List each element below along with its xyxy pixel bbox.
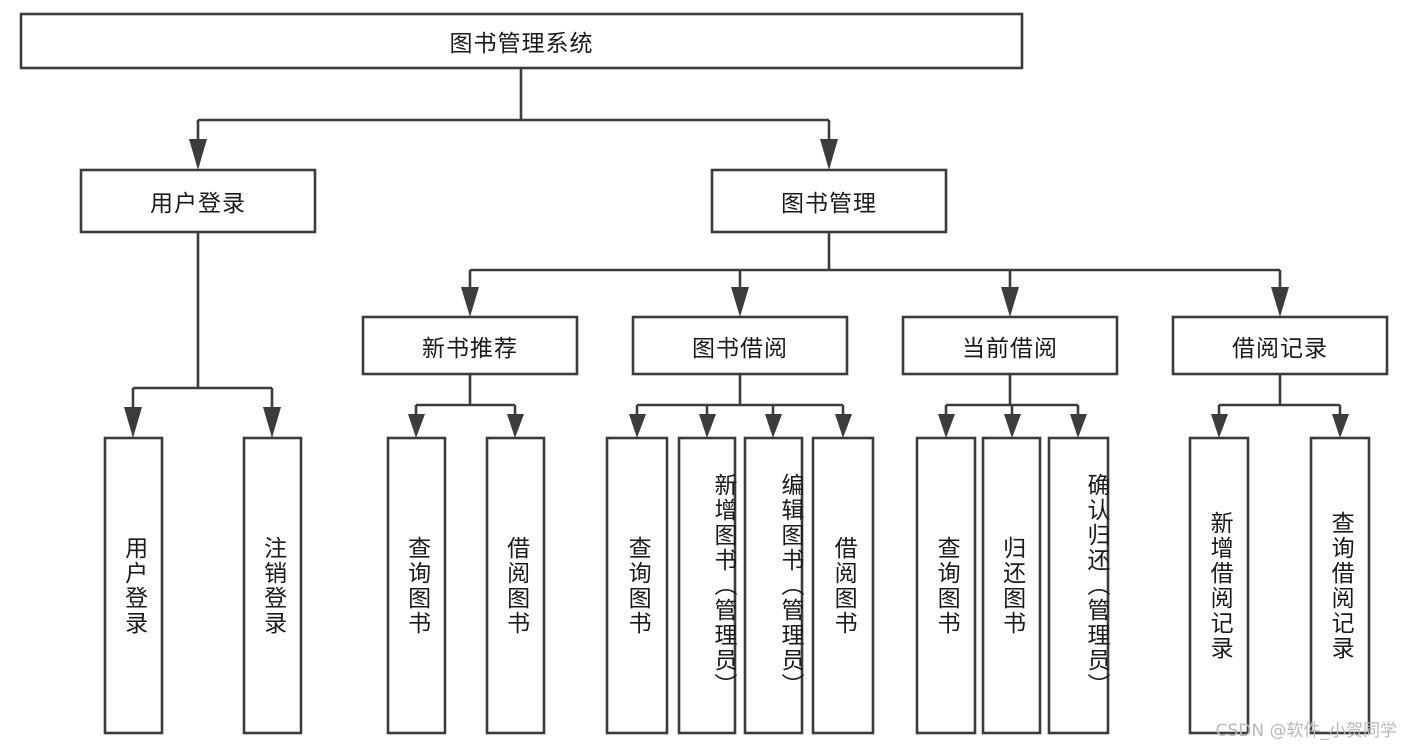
arrow-head-borrow-record-1 bbox=[1332, 414, 1349, 438]
arrow-head-current-borrow-0 bbox=[938, 414, 955, 438]
leaf-borrow-record-0-box[interactable] bbox=[1188, 436, 1250, 735]
leaf-current-borrow-2-box[interactable] bbox=[1047, 436, 1110, 735]
arrow-head-book-borrow-1 bbox=[699, 414, 716, 438]
arrow-head-user-login-1 bbox=[263, 407, 281, 438]
leaf-user-login-1-box[interactable] bbox=[242, 436, 303, 735]
connector-level3-0-to-leaves bbox=[408, 374, 524, 438]
connector-user-login-to-leaves bbox=[124, 232, 281, 438]
node-level3-2-box[interactable] bbox=[901, 315, 1119, 376]
leaf-current-borrow-0-box[interactable] bbox=[915, 436, 977, 735]
arrow-head-current-borrow-1 bbox=[1004, 414, 1021, 438]
arrow-head-current-borrow-2 bbox=[1070, 414, 1087, 438]
node-level3-1-box[interactable] bbox=[631, 315, 849, 376]
leaf-book-borrow-1-box[interactable] bbox=[677, 436, 737, 735]
leaf-new-book-1-box[interactable] bbox=[485, 436, 546, 735]
connector-root-to-level2 bbox=[189, 68, 838, 170]
arrow-head-new-book-0 bbox=[408, 414, 425, 438]
arrow-head-book-borrow-2 bbox=[765, 414, 782, 438]
arrow-head-level3-1 bbox=[731, 287, 749, 317]
node-level3-3-box[interactable] bbox=[1171, 315, 1389, 376]
node-level3-0-box[interactable] bbox=[361, 315, 579, 376]
connector-level2-1-to-level3 bbox=[461, 232, 1289, 317]
connector-level3-1-to-leaves bbox=[629, 374, 852, 438]
arrow-head-new-book-1 bbox=[507, 414, 524, 438]
csdn-watermark: CSDN @软件_小贺同学 bbox=[1215, 721, 1397, 741]
arrow-head-level2-0 bbox=[189, 139, 207, 170]
leaf-new-book-0-box[interactable] bbox=[386, 436, 447, 735]
leaf-current-borrow-1-box[interactable] bbox=[981, 436, 1042, 735]
arrow-head-level3-3 bbox=[1271, 287, 1289, 317]
node-level2-1-box[interactable] bbox=[710, 168, 948, 234]
arrow-head-level2-1 bbox=[820, 139, 838, 170]
arrow-head-book-borrow-0 bbox=[629, 414, 646, 438]
leaf-user-login-0-box[interactable] bbox=[103, 436, 164, 735]
connector-level3-2-to-leaves bbox=[938, 374, 1087, 438]
leaf-borrow-record-1-box[interactable] bbox=[1309, 436, 1371, 735]
node-level2-0-box[interactable] bbox=[79, 168, 317, 234]
leaf-book-borrow-3-box[interactable] bbox=[811, 436, 875, 735]
leaf-book-borrow-0-box[interactable] bbox=[605, 436, 669, 735]
arrow-head-user-login-0 bbox=[124, 407, 142, 438]
connector-level3-3-to-leaves bbox=[1211, 374, 1349, 438]
arrow-head-borrow-record-0 bbox=[1211, 414, 1228, 438]
arrow-head-book-borrow-3 bbox=[835, 414, 852, 438]
arrow-head-level3-2 bbox=[1001, 287, 1019, 317]
node-root-box[interactable] bbox=[19, 12, 1024, 70]
arrow-head-level3-0 bbox=[461, 287, 479, 317]
leaf-book-borrow-2-box[interactable] bbox=[743, 436, 804, 735]
